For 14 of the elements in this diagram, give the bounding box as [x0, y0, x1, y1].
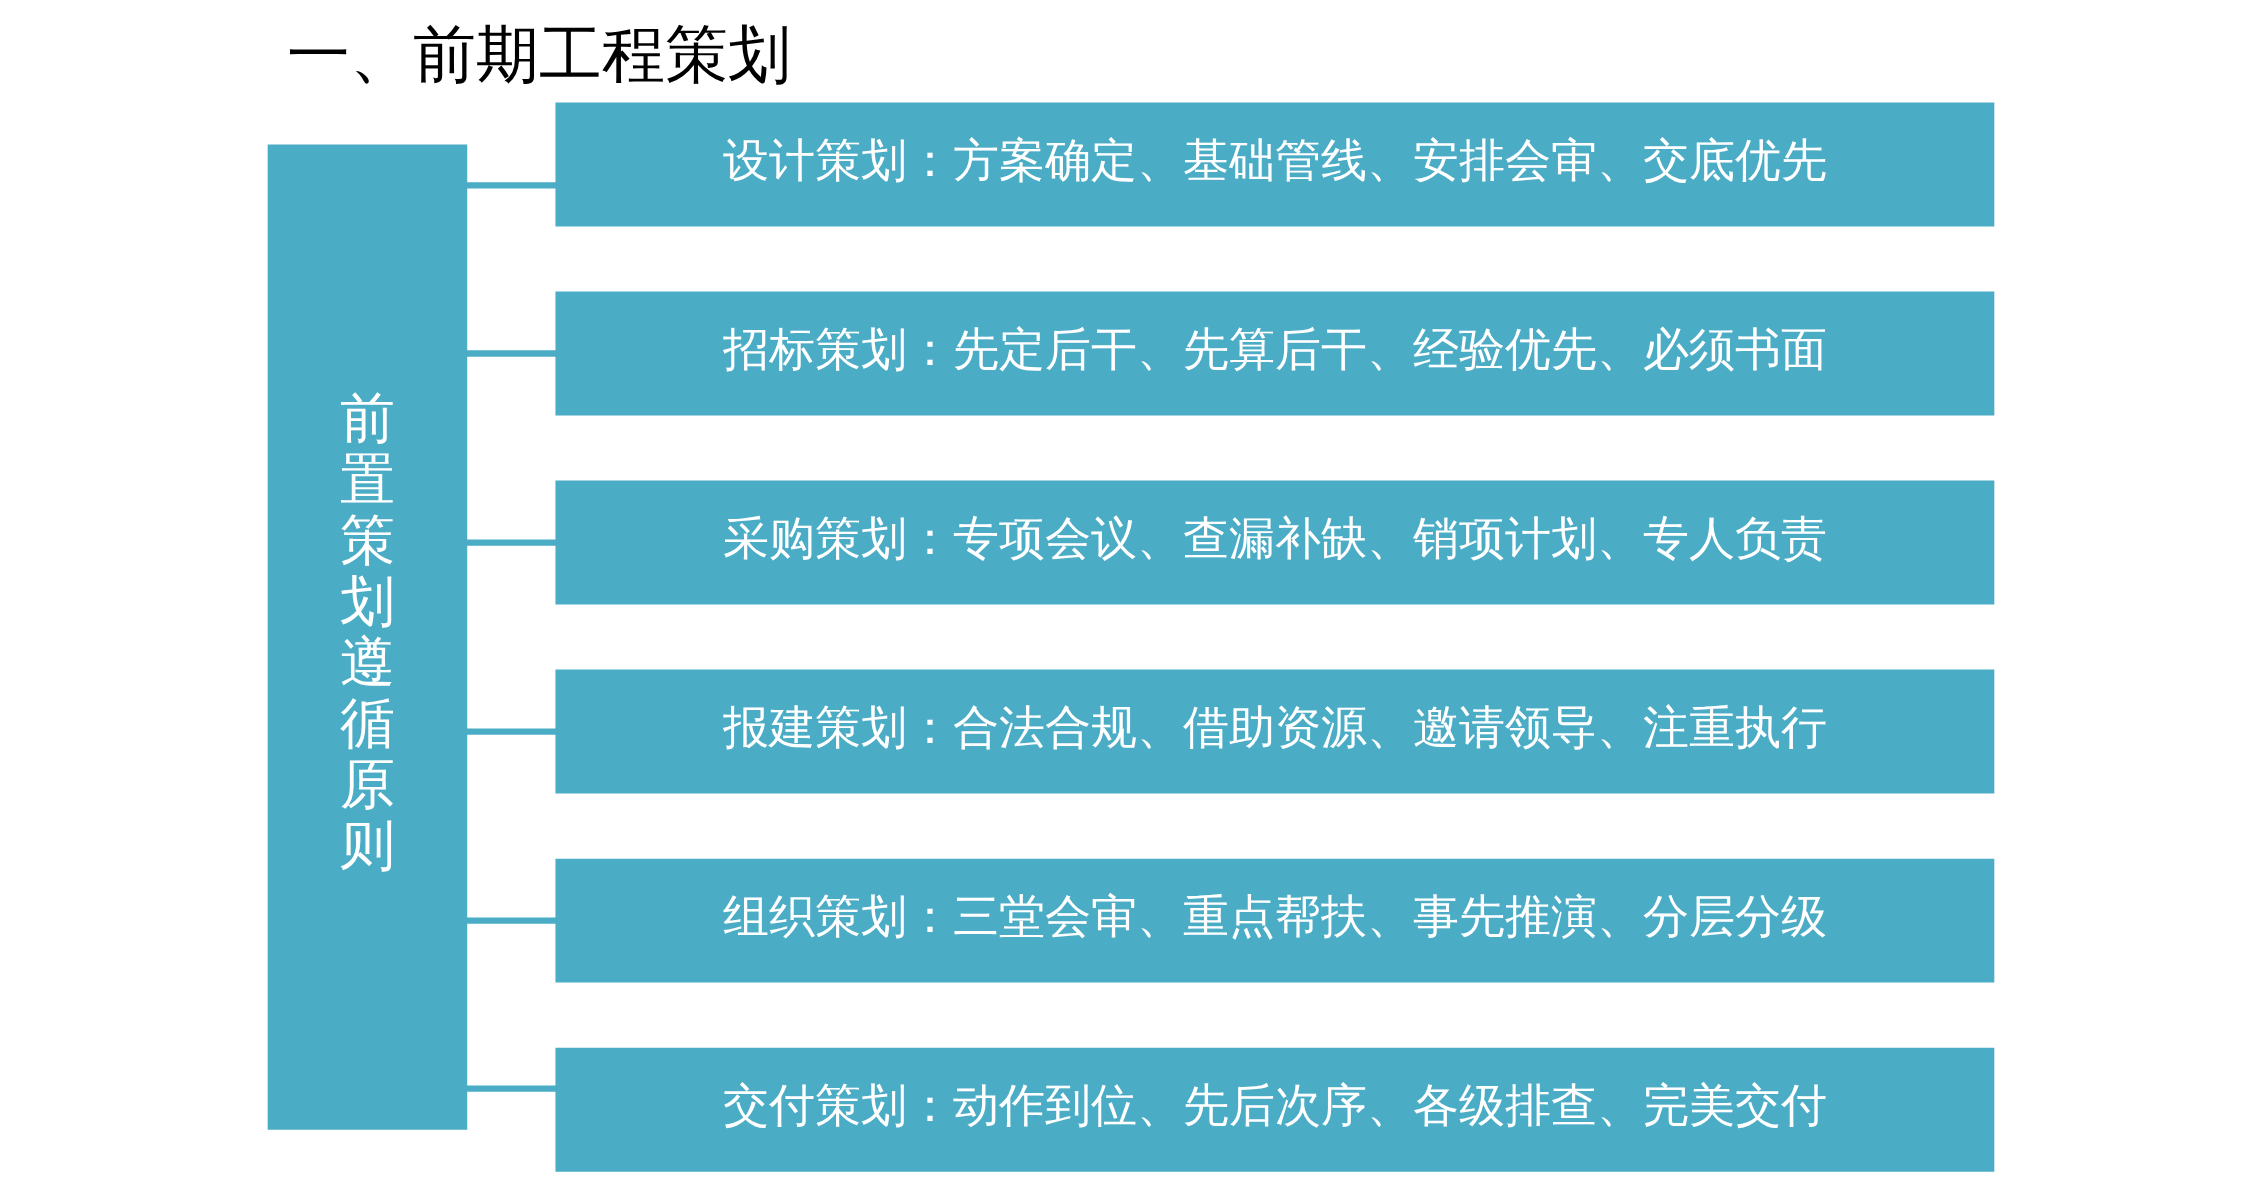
node-box: 交付策划：动作到位、先后次序、各级排查、完美交付 — [555, 1047, 1995, 1172]
connector — [466, 917, 557, 924]
node-box: 招标策划：先定后干、先算后干、经验优先、必须书面 — [555, 291, 1995, 415]
connector — [466, 349, 557, 357]
diagram-title: 一、前期工程策划 — [286, 17, 791, 91]
node-box: 采购策划：专项会议、查漏补缺、销项计划、专人负责 — [555, 480, 1995, 604]
connector — [466, 181, 557, 189]
node-box: 组织策划：三堂会审、重点帮扶、事先推演、分层分级 — [555, 858, 1995, 983]
node-box: 前置策划遵循原则 — [267, 144, 468, 1130]
node-box: 报建策划：合法合规、借助资源、邀请领导、注重执行 — [555, 669, 1995, 794]
node-box: 设计策划：方案确定、基础管线、安排会审、交底优先 — [555, 101, 1995, 226]
connector — [466, 727, 557, 735]
connector — [466, 538, 557, 546]
connector — [466, 1085, 557, 1092]
